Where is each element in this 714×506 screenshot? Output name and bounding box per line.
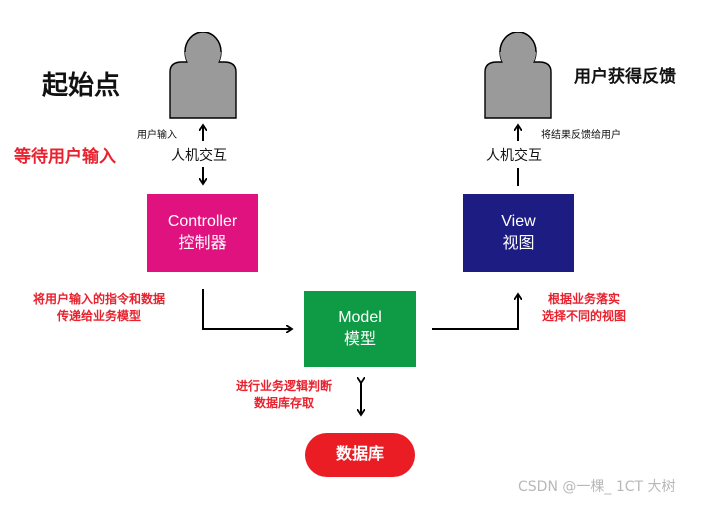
controller-cn: 控制器 — [178, 235, 227, 252]
user-feedback-title: 用户获得反馈 — [574, 67, 676, 87]
database-pill: 数据库 — [305, 433, 415, 477]
user-icon-left — [169, 32, 237, 119]
database-label: 数据库 — [335, 446, 384, 463]
csdn-watermark: CSDN @一棵_ 1CT 大树 — [518, 479, 676, 495]
controller-to-model-note: 将用户输入的指令和数据 传递给业务模型 — [14, 291, 184, 325]
view-name: View — [501, 213, 536, 230]
model-to-view-arrow — [432, 295, 518, 330]
controller-box: Controller 控制器 — [147, 194, 258, 272]
model-cn: 模型 — [343, 331, 376, 348]
controller-to-model-arrow — [202, 289, 291, 329]
hci-label-right: 人机交互 — [486, 148, 542, 164]
controller-to-model-note-line-1: 将用户输入的指令和数据 — [32, 292, 165, 306]
model-to-view-note: 根据业务落实 选择不同的视图 — [529, 291, 639, 325]
view-cn: 视图 — [502, 235, 535, 252]
waiting-input-label: 等待用户输入 — [14, 147, 116, 167]
feedback-note: 将结果反馈给用户 — [541, 130, 621, 141]
user-icon-right — [484, 32, 552, 119]
user-input-note: 用户输入 — [137, 130, 177, 141]
hci-label-left: 人机交互 — [171, 148, 227, 164]
model-to-view-note-line-2: 选择不同的视图 — [541, 309, 626, 323]
model-to-db-note-line-2: 数据库存取 — [253, 396, 314, 410]
controller-to-model-note-line-2: 传递给业务模型 — [56, 309, 141, 323]
start-point-title: 起始点 — [42, 71, 121, 101]
model-to-db-note: 进行业务逻辑判断 数据库存取 — [226, 378, 342, 412]
model-box: Model 模型 — [304, 291, 416, 367]
controller-name: Controller — [167, 213, 238, 230]
model-name: Model — [338, 309, 382, 326]
model-to-view-note-line-1: 根据业务落实 — [547, 292, 620, 306]
view-box: View 视图 — [463, 194, 574, 272]
model-to-db-note-line-1: 进行业务逻辑判断 — [235, 379, 332, 393]
